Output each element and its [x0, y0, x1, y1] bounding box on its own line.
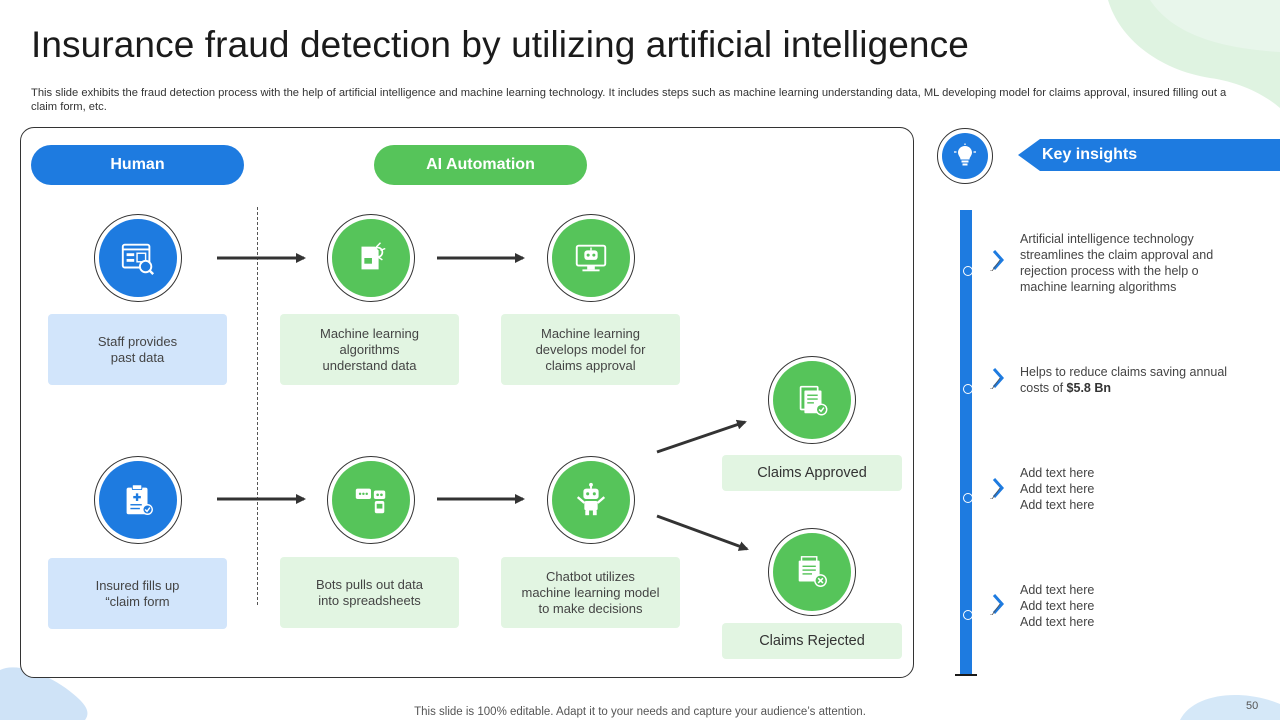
clipboard-form-icon: [126, 484, 153, 515]
robot-monitor-icon: [575, 244, 607, 272]
chevron-right-icon: [990, 594, 1005, 615]
outcome-rejected-circle: [768, 528, 856, 616]
outcome-rejected-label: Claims Rejected: [722, 623, 902, 659]
key-insights-title: Key insights: [1042, 146, 1138, 163]
ai-automation-lane-header: AI Automation: [374, 145, 587, 185]
document-rejected-icon: [798, 556, 827, 587]
timeline-dot: [963, 384, 973, 394]
step-chatbot-decisions-label: Chatbot utilizes machine learning model …: [501, 557, 680, 628]
lane-divider: [257, 207, 258, 605]
page-title: Insurance fraud detection by utilizing a…: [31, 24, 969, 65]
step-ml-understand-circle: [327, 214, 415, 302]
insight-item-2: Helps to reduce claims saving annual cos…: [1020, 365, 1228, 395]
machine-learning-icon: [361, 242, 386, 270]
step-claim-form-circle: [94, 456, 182, 544]
step-staff-data-circle: [94, 214, 182, 302]
step-chatbot-decisions-circle: [547, 456, 635, 544]
data-dashboard-icon: [121, 243, 155, 275]
step-bots-circle: [327, 456, 415, 544]
timeline-dot: [963, 610, 973, 620]
page-subtitle: This slide exhibits the fraud detection …: [31, 87, 1227, 113]
chevron-right-icon: [990, 478, 1005, 499]
insight-item-4: Add text here Add text here Add text her…: [1020, 583, 1095, 629]
chatbot-icon: [355, 488, 386, 514]
chevron-right-icon: [990, 250, 1005, 271]
key-insights-header: Key insights: [1018, 139, 1280, 171]
insights-timeline: [960, 210, 972, 676]
chevron-right-icon: [990, 368, 1005, 389]
timeline-dot: [963, 493, 973, 503]
robot-icon: [576, 482, 606, 516]
outcome-approved-circle: [768, 356, 856, 444]
outcome-approved-label: Claims Approved: [722, 455, 902, 491]
step-bots-label: Bots pulls out data into spreadsheets: [280, 557, 459, 628]
step-staff-data-label: Staff provides past data: [48, 314, 227, 385]
lightbulb-search-icon: [954, 143, 976, 166]
slide-footer: This slide is 100% editable. Adapt it to…: [414, 706, 866, 718]
step-ml-model-label: Machine learning develops model for clai…: [501, 314, 680, 385]
insight-item-1: Artificial intelligence technology strea…: [1020, 232, 1214, 294]
page-number: 50: [1246, 700, 1259, 712]
step-ml-model-circle: [547, 214, 635, 302]
step-claim-form-label: Insured fills up “claim form: [48, 558, 227, 629]
human-lane-header: Human: [31, 145, 244, 185]
document-approved-icon: [799, 385, 828, 416]
step-ml-understand-label: Machine learning algorithms understand d…: [280, 314, 459, 385]
timeline-base-line: [955, 674, 977, 676]
insight-item-3: Add text here Add text here Add text her…: [1020, 466, 1095, 512]
timeline-dot: [963, 266, 973, 276]
key-insights-icon-circle: [937, 128, 993, 184]
